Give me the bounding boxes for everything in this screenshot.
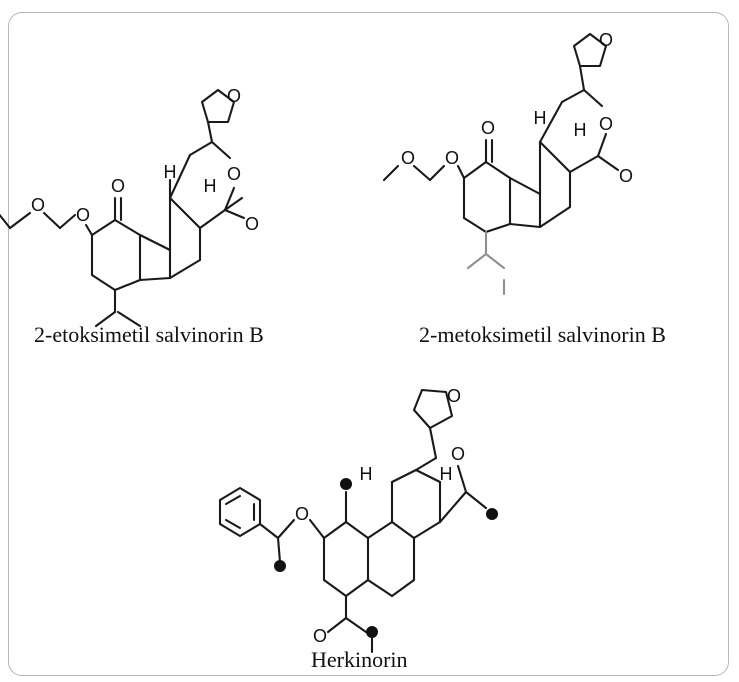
- h-label: H: [360, 464, 373, 484]
- furan-ring: [200, 88, 236, 124]
- structure-2-metoksimetil-salvinorin-b: O O O O H H O O: [382, 30, 633, 296]
- structure-herkinorin: O H H O O O: [218, 386, 498, 654]
- furan-oxygen: O: [227, 86, 241, 106]
- furan-ring: [572, 32, 608, 68]
- ketone-oxygen: O: [481, 118, 495, 138]
- caption-herkinorin: Herkinorin: [311, 647, 408, 672]
- ether-oxygen: O: [401, 148, 415, 168]
- lactone-oxygen: O: [451, 444, 465, 464]
- h-label: H: [574, 120, 587, 140]
- caption-2-metoksimetil-salvinorin-b: 2-metoksimetil salvinorin B: [419, 322, 666, 347]
- ester-oxygen: O: [295, 504, 309, 524]
- h-label: H: [204, 176, 217, 196]
- structure-2-etoksimetil-salvinorin-b: O O O O H H O O: [0, 86, 259, 328]
- ether-oxygen: O: [76, 205, 90, 225]
- ester-carbonyl-oxygen: O: [313, 626, 327, 646]
- furan-oxygen: O: [599, 30, 613, 50]
- furan-ring: [412, 388, 454, 430]
- lactone-carbonyl-oxygen: O: [245, 214, 259, 234]
- furan-oxygen: O: [447, 386, 461, 406]
- lactone-oxygen: O: [227, 164, 241, 184]
- lactone-oxygen: O: [599, 114, 613, 134]
- ether-oxygen: O: [445, 148, 459, 168]
- h-label: H: [440, 464, 453, 484]
- h-label: H: [534, 108, 547, 128]
- lactone-carbonyl-oxygen: O: [619, 166, 633, 186]
- ketone-oxygen: O: [111, 176, 125, 196]
- caption-2-etoksimetil-salvinorin-b: 2-etoksimetil salvinorin B: [34, 322, 264, 347]
- ether-oxygen: O: [31, 195, 45, 215]
- h-label: H: [164, 162, 177, 182]
